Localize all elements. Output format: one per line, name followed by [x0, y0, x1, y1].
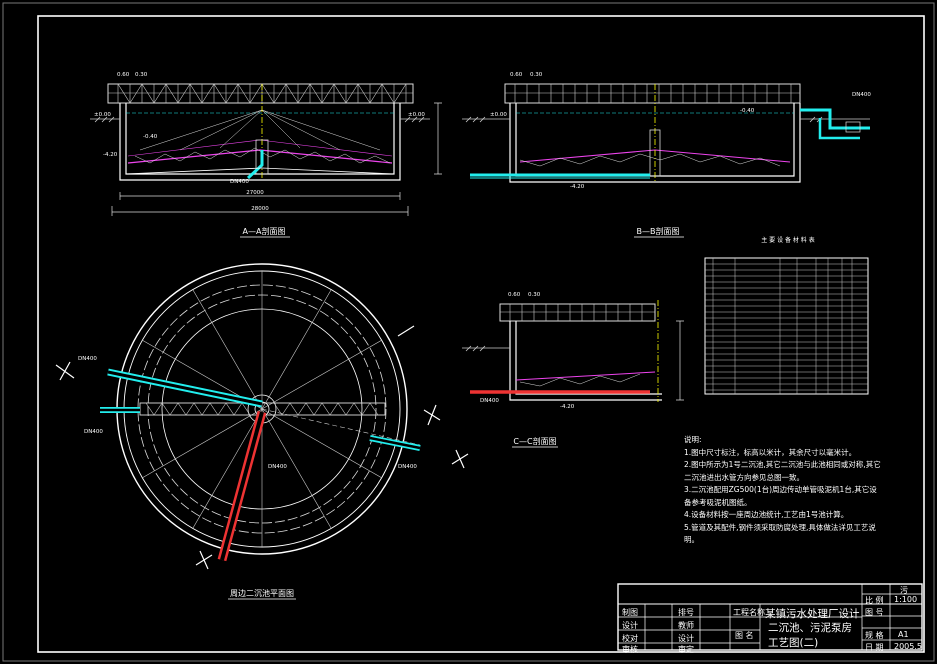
tb-drawing-name-2: 工艺图(二) [768, 637, 819, 649]
plan-pipe-top: DN400 [78, 356, 97, 362]
aa-elev-b: 0.30 [135, 72, 148, 78]
tb-project-name: 某镇污水处理厂设计 [765, 608, 860, 620]
aa-pipe-label: DN400 [230, 179, 249, 185]
bb-elev-base: -4.20 [570, 184, 585, 190]
plan-pipe-left: DN400 [84, 429, 103, 435]
aa-elev-ground-l: ±0.00 [94, 112, 111, 118]
tb-drawing-name-1: 二沉池、污泥泵房 [768, 622, 852, 634]
tb-role-1: 制图 [622, 608, 638, 617]
aa-elev-base: -4.20 [103, 152, 118, 158]
plan-title: 周边二沉池平面图 [230, 588, 294, 598]
table-title: 主 要 设 备 材 料 表 [761, 236, 814, 244]
cc-elev-a: 0.60 [508, 292, 521, 298]
tb-date-label: 日 期 [865, 643, 884, 652]
bb-section-title: B—B剖面图 [637, 226, 680, 236]
section-bb-drawing: DN400 0.60 0.30 ±0.00 -0.40 -4.20 B—B剖面图 [462, 72, 871, 238]
plan-pipe-right: DN400 [398, 464, 417, 470]
plan-view-drawing: DN400 DN400 DN400 DN400 周边二沉池平面图 [55, 263, 469, 600]
bb-elev-a: 0.60 [510, 72, 523, 78]
tb-role-6: 教师 [678, 621, 694, 630]
note-line: 备参考吸泥机图纸。 [684, 497, 752, 507]
tb-scale-label: 比 例 [865, 596, 884, 605]
note-line: 二沉池进出水管方向参见总图一致。 [684, 472, 804, 482]
bb-pipe-label: DN400 [852, 92, 871, 98]
notes-heading: 说明: [684, 435, 702, 444]
tb-size-label: 规 格 [865, 631, 884, 640]
design-notes: 说明: 1.图中尺寸标注，标高以米计，其余尺寸以毫米计。 2.图中所示为1号二沉… [684, 434, 924, 547]
aa-section-title: A—A剖面图 [243, 226, 286, 236]
aa-dim-inner: 27000 [246, 190, 264, 196]
bb-elev-b: 0.30 [530, 72, 543, 78]
aa-elev-water: -0.40 [143, 134, 158, 140]
aa-elev-a: 0.60 [117, 72, 130, 78]
tb-sheet-label: 图 号 [865, 608, 884, 617]
aa-elev-ground-r: ±0.00 [408, 112, 425, 118]
section-aa-drawing: 27000 28000 0.60 0.30 ±0.00 ±0.00 -0.40 … [90, 72, 442, 238]
note-line: 4.设备材料按一座周边池统计,工艺由1号池计算。 [684, 510, 849, 519]
tb-role-2: 设计 [622, 621, 638, 630]
tb-date-value: 2005.5 [894, 642, 922, 651]
note-line: 1.图中尺寸标注，标高以米计，其余尺寸以毫米计。 [684, 447, 857, 457]
note-line: 明。 [684, 535, 699, 544]
cc-section-title: C—C剖面图 [513, 436, 556, 446]
plan-pipe-center: DN400 [268, 464, 287, 470]
cc-elev-base: -4.20 [560, 404, 575, 410]
note-line: 3.二沉池配用ZG500(1台)周边传动单管吸泥机1台,其它设 [684, 485, 877, 494]
tb-size-value: A1 [898, 630, 909, 639]
aa-dim-outer: 28000 [251, 206, 269, 212]
tb-drawing-label: 图 名 [735, 631, 754, 640]
tb-project-label: 工程名称 [733, 608, 765, 617]
bb-elev-water: -0.40 [740, 108, 755, 114]
tb-role-7: 设计 [678, 634, 694, 643]
tb-stamp: 污 [900, 586, 908, 595]
inner-frame [37, 15, 925, 653]
note-line: 2.图中所示为1号二沉池,其它二沉池与此池相同或对称,其它 [684, 460, 881, 469]
tb-role-3: 校对 [622, 634, 638, 643]
equipment-table: 主 要 设 备 材 料 表 [704, 236, 869, 395]
note-line: 5.管道及其配件,钢件须采取防腐处理,具体做法详见工艺说 [684, 522, 876, 532]
tb-scale-value: 1:100 [894, 595, 918, 604]
tb-role-5: 排号 [678, 608, 694, 617]
tb-role-4: 审核 [622, 645, 638, 654]
cc-pipe-label: DN400 [480, 398, 499, 404]
section-cc-drawing: 0.60 0.30 DN400 -4.20 C—C剖面图 [462, 292, 684, 448]
cc-elev-b: 0.30 [528, 292, 541, 298]
bb-elev-ground: ±0.00 [490, 112, 507, 118]
tb-role-8: 审定 [678, 645, 694, 654]
